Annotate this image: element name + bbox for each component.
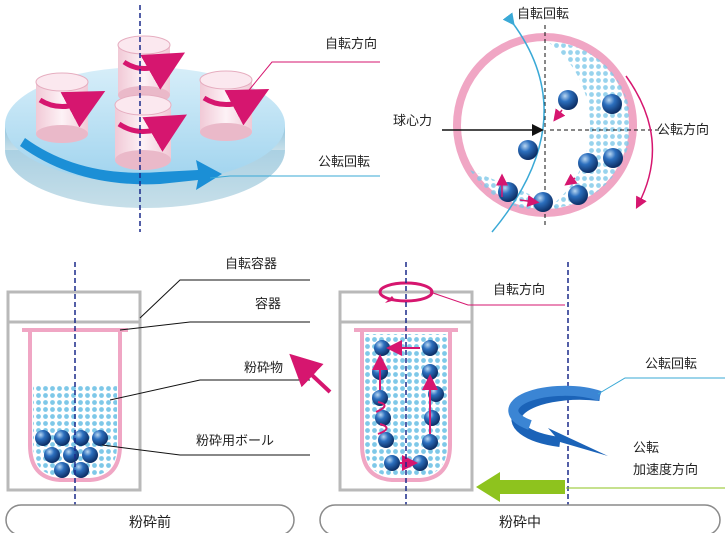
acceleration-arrow-icon — [476, 472, 565, 502]
jar-rotation-arrows — [38, 52, 270, 152]
caption-pill-during — [319, 504, 721, 533]
label-centrifugal-force: 球心力 — [393, 114, 432, 129]
label-container: 容器 — [255, 296, 281, 312]
label-rotating-container: 自転容器 — [225, 256, 277, 272]
planetary-disk-illustration — [5, 5, 285, 232]
label-rotation: 自転回転 — [517, 7, 569, 22]
caption-before-grinding: 粉砕前 — [129, 514, 171, 531]
revolution-arrow-icon — [20, 138, 222, 190]
balls-cross-section — [498, 90, 623, 212]
label-rotation-direction: 自転方向 — [325, 36, 377, 52]
container-during-grinding — [338, 262, 569, 505]
transition-arrow-icon — [289, 353, 332, 394]
label-grinding-balls: 粉砕用ボール — [196, 434, 274, 449]
label-revolution-accel-1: 公転 — [633, 441, 659, 456]
container-before-grinding — [6, 262, 142, 505]
label-crushed-material: 粉砕物 — [244, 361, 283, 376]
label-revolution-direction: 公転方向 — [657, 122, 709, 138]
label-rotation-direction-grinding: 自転方向 — [493, 282, 545, 298]
caption-during-grinding: 粉砕中 — [499, 515, 541, 531]
label-revolution-rotation: 公転回転 — [645, 357, 697, 372]
label-revolution: 公転回転 — [318, 155, 370, 170]
caption-pill-before — [5, 504, 295, 533]
revolution-rotation-arrow-icon — [508, 385, 608, 456]
label-revolution-accel-2: 加速度方向 — [633, 462, 698, 478]
jar-cross-section — [442, 12, 665, 233]
